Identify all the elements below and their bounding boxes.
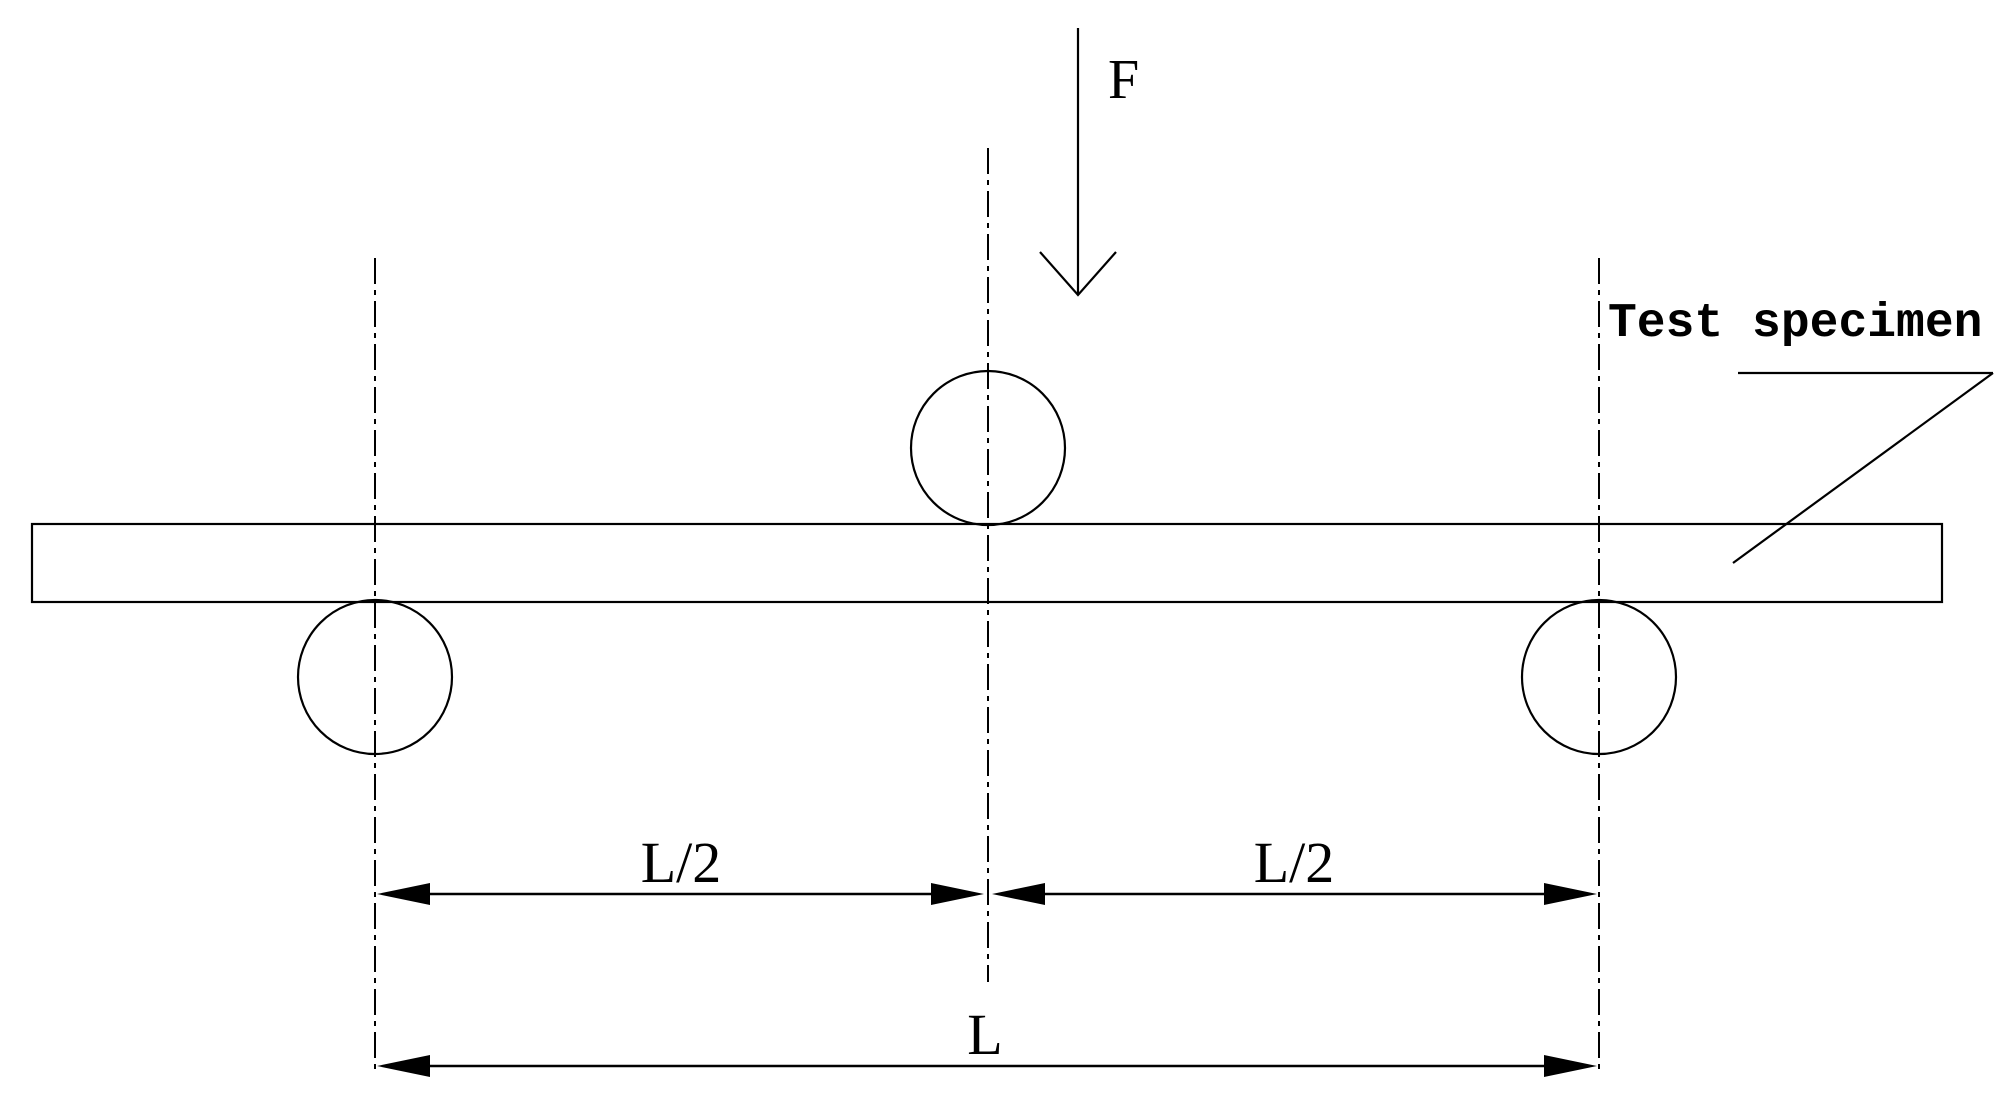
force-arrow	[1039, 28, 1117, 297]
specimen-label: Test specimen	[1608, 297, 1982, 351]
half-span-left-label: L/2	[641, 830, 722, 895]
dimension-half-span-right	[992, 883, 1597, 905]
span-label: L	[967, 1002, 1002, 1067]
dimension-half-span-left	[377, 883, 984, 905]
force-label: F	[1108, 49, 1139, 111]
half-span-right-label: L/2	[1254, 830, 1335, 895]
dimension-span	[377, 1055, 1597, 1077]
specimen-leader-line	[1732, 371, 1994, 564]
